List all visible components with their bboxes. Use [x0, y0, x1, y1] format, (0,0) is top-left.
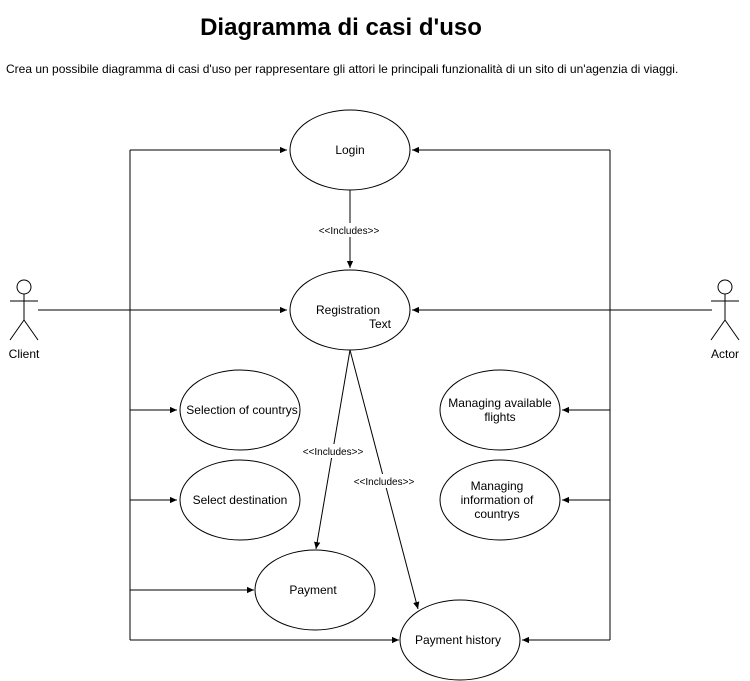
- use-case-label-line: Payment: [289, 583, 337, 597]
- page-description: Crea un possibile diagramma di casi d'us…: [6, 62, 679, 76]
- page-title: Diagramma di casi d'uso: [200, 14, 482, 41]
- use-case-history: [399, 599, 521, 681]
- use-case-label-line: Managing available: [448, 396, 552, 410]
- use-case-label-line: flights: [484, 410, 515, 424]
- use-case-label-history: Payment history: [415, 633, 501, 647]
- use-case-label-line: Select destination: [193, 493, 288, 507]
- use-case-payment: [254, 549, 376, 631]
- use-case-countries: [439, 459, 561, 541]
- client-actor-icon: [9, 279, 39, 341]
- use-case-label-destination: Select destination: [193, 493, 288, 507]
- use-case-label-line: countrys: [474, 507, 519, 521]
- actor-icon: [710, 279, 740, 341]
- use-case-label-selection: Selection of countrys: [186, 403, 297, 417]
- use-case-label-line: information of: [461, 493, 534, 507]
- include-label-login: <<Includes>>: [319, 226, 380, 237]
- use-case-label-line: Registration: [316, 303, 380, 317]
- use-case-label-line: Selection of countrys: [186, 403, 297, 417]
- use-case-label-registration-text: Text: [369, 317, 392, 331]
- use-case-registration: [289, 269, 411, 351]
- include-label-history: <<Includes>>: [354, 477, 415, 488]
- use-case-label-payment: Payment: [289, 583, 337, 597]
- actor-label: Actor: [711, 347, 739, 361]
- client-actor-label: Client: [9, 347, 40, 361]
- use-case-login: [289, 109, 411, 191]
- include-label-payment: <<Includes>>: [303, 447, 364, 458]
- use-case-label-registration: Registration: [316, 303, 380, 317]
- use-case-label-line: Payment history: [415, 633, 501, 647]
- use-case-label-login: Login: [335, 143, 364, 157]
- use-case-label-line: Login: [335, 143, 364, 157]
- use-case-flights: [439, 369, 561, 451]
- use-case-label-line: Managing: [471, 479, 524, 493]
- use-case-destination: [179, 459, 301, 541]
- use-case-selection: [179, 369, 301, 451]
